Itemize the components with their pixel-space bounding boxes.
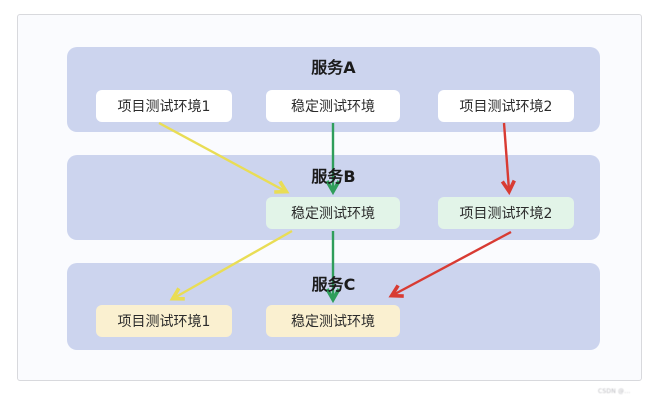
watermark-text: CSDN @... xyxy=(598,388,631,395)
node-c-project-test-env-1: 项目测试环境1 xyxy=(96,305,232,337)
node-b-stable-test-env: 稳定测试环境 xyxy=(266,197,400,229)
section-title-service-c: 服务C xyxy=(311,275,356,294)
node-c-stable-test-env: 稳定测试环境 xyxy=(266,305,400,337)
node-a-project-test-env-1: 项目测试环境1 xyxy=(96,90,232,122)
section-title-service-b: 服务B xyxy=(311,167,356,186)
section-title-service-a: 服务A xyxy=(311,58,356,77)
node-a-stable-test-env: 稳定测试环境 xyxy=(266,90,400,122)
node-a-project-test-env-2: 项目测试环境2 xyxy=(438,90,574,122)
node-b-project-test-env-2: 项目测试环境2 xyxy=(438,197,574,229)
